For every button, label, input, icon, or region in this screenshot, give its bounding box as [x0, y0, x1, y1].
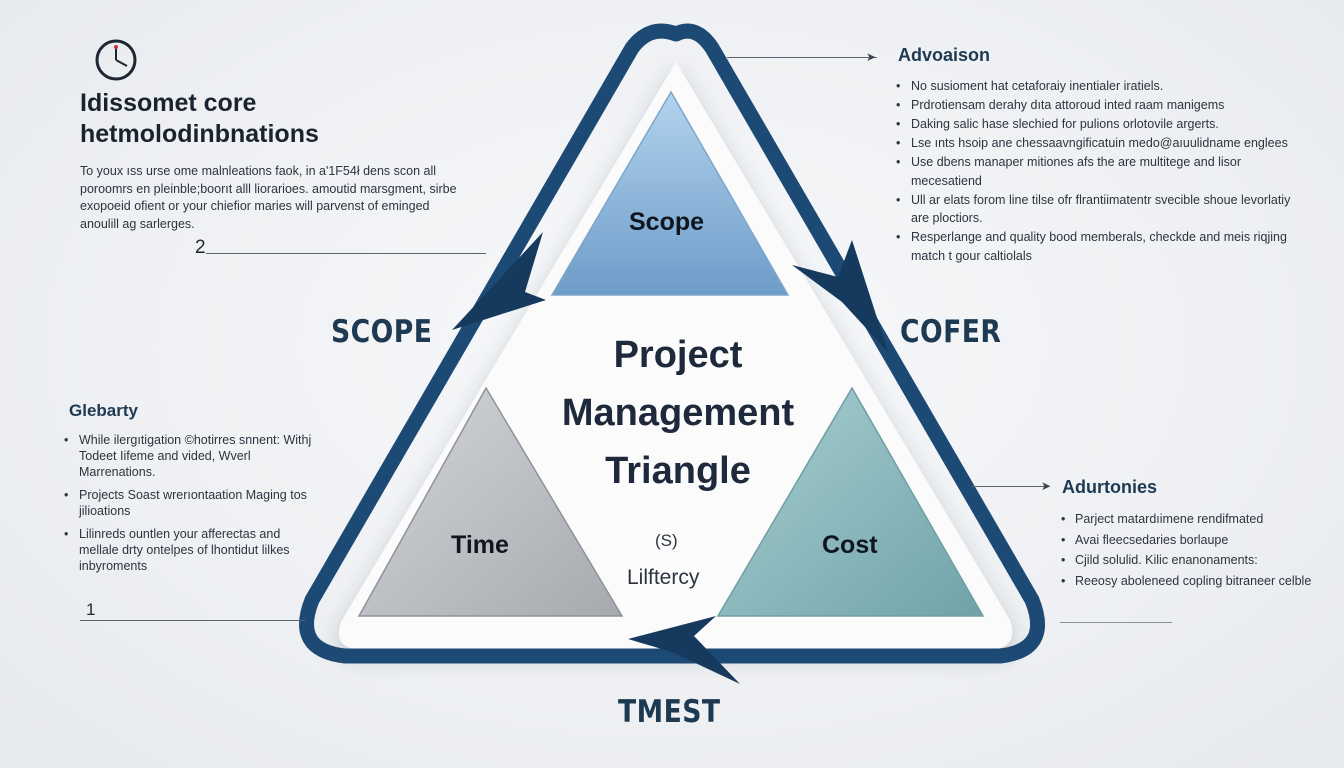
- cycle-arrow-right: [792, 240, 888, 352]
- cycle-arrow-left: [452, 232, 546, 330]
- list-item: Projects Soast wrerıontaation Maging tos…: [60, 487, 320, 519]
- list-item: Avai fleecsedaries borlaupe: [1058, 530, 1328, 551]
- list-item: Lilinreds ountlen your afferectas and me…: [60, 526, 320, 574]
- scope-triangle-label: Scope: [629, 208, 705, 236]
- right-top-title: Advoaison: [898, 45, 991, 65]
- left-top-paragraph: To youx ıss urse ome malnleations faok, …: [80, 164, 457, 231]
- left-top-number: 2: [195, 237, 206, 258]
- left-bottom-rule: [80, 620, 305, 621]
- list-item: Reeosy aboleneed copling bitraneer celbl…: [1058, 571, 1328, 592]
- arrow-right-icon: ➤: [1041, 479, 1052, 493]
- arrow-right-icon: ➤: [866, 50, 877, 64]
- left-top-heading: Idissomet core hetmolodinbnations: [80, 89, 319, 148]
- list-item: No susioment hat cetaforaiy inentialer i…: [893, 77, 1293, 96]
- left-bottom-list: While ilergıtigation ©hotirres snnent: W…: [60, 432, 320, 581]
- list-item: Lse ınts hsoip ane chessaavngificatuin m…: [893, 134, 1293, 153]
- cycle-arrow-bottom: [628, 616, 740, 684]
- list-item: Cjild solulid. Kilic enanonaments:: [1058, 550, 1328, 571]
- list-item: Use dbens manaper mitiones afs the are m…: [893, 153, 1293, 190]
- side-label-bottom: TMEST: [618, 694, 721, 730]
- time-triangle: [357, 386, 624, 617]
- center-title: Project Management Triangle: [561, 334, 795, 492]
- list-item: Parject matardıimene rendifmated: [1058, 509, 1328, 530]
- list-item: Prdrotiensam derahy dıta attoroud inted …: [893, 96, 1293, 115]
- right-top-list: No susioment hat cetaforaiy inentialer i…: [893, 77, 1293, 266]
- list-item: Ull ar elats forom line tilse ofr flrant…: [893, 191, 1293, 228]
- right-bottom-rule: [972, 486, 1048, 487]
- right-bottom-underline: [1060, 622, 1172, 623]
- cost-triangle: [716, 386, 985, 617]
- cost-triangle-label: Cost: [822, 531, 878, 559]
- right-bottom-title: Adurtonies: [1062, 477, 1158, 497]
- clock-icon: [95, 39, 137, 81]
- right-top-rule: [727, 57, 877, 58]
- side-label-left: SCOPE: [331, 314, 433, 350]
- left-top-rule: [206, 253, 486, 254]
- right-bottom-list: Parject matardıimene rendifmated Avai fl…: [1058, 509, 1328, 591]
- scope-triangle: [550, 90, 790, 296]
- list-item: Resperlange and quality bood memberals, …: [893, 228, 1293, 265]
- side-label-right: COFER: [900, 314, 1002, 350]
- list-item: While ilergıtigation ©hotirres snnent: W…: [60, 432, 320, 480]
- outer-frame: [299, 23, 1046, 664]
- left-bottom-number: 1: [86, 600, 96, 619]
- time-triangle-label: Time: [451, 531, 509, 559]
- list-item: Daking salic hase slechied for pulions o…: [893, 115, 1293, 134]
- left-bottom-title: Glebarty: [69, 401, 138, 420]
- center-subtitle: Lilftercy: [627, 566, 700, 589]
- center-subtitle-symbol: (S): [655, 531, 678, 550]
